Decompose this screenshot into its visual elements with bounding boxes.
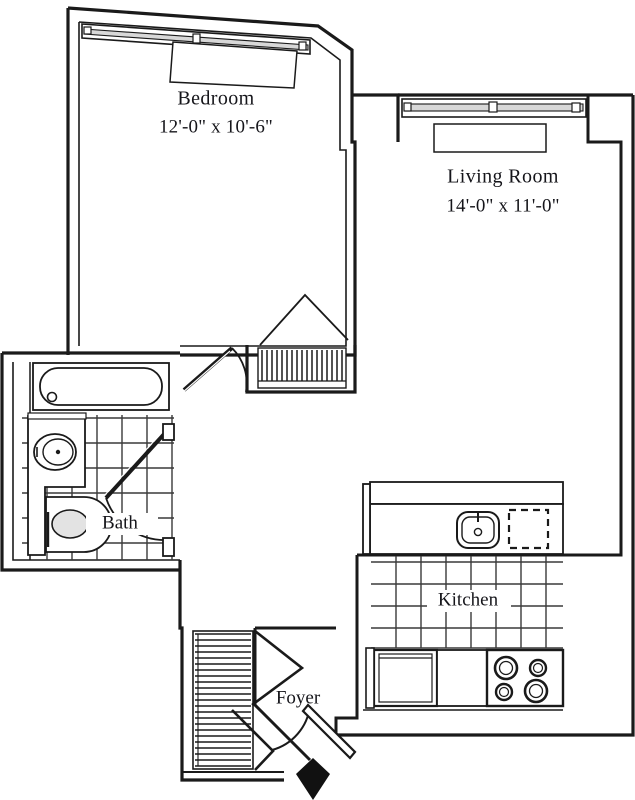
wall-left-exterior xyxy=(0,353,180,572)
toilet xyxy=(45,496,113,553)
living-room-dimensions: 14'-0" x 11'-0" xyxy=(446,195,559,216)
bath-vanity xyxy=(27,412,87,556)
wall-upper-step xyxy=(352,93,400,142)
room-labels: Bedroom 12'-0" x 10'-6" Living Room 14'-… xyxy=(86,88,559,708)
kitchen-counter-edge xyxy=(362,483,371,555)
closet-hall xyxy=(245,293,357,394)
wall-hall-left xyxy=(178,560,284,782)
entry-marker-triangle xyxy=(296,758,330,800)
bedroom-window xyxy=(81,23,311,89)
range-stove xyxy=(485,648,565,708)
bedroom-dimensions: 12'-0" x 10'-6" xyxy=(159,116,273,137)
bath-sink xyxy=(33,433,77,471)
louver-hatch-hall xyxy=(258,350,346,382)
living-window-sill xyxy=(433,123,547,153)
bath-door xyxy=(103,423,175,557)
louver-hatch-foyer xyxy=(195,633,251,767)
kitchen-label: Kitchen xyxy=(438,589,499,610)
wall-foyer-angle xyxy=(253,628,312,762)
kitchen-room xyxy=(362,481,565,711)
bath-label: Bath xyxy=(102,512,138,533)
entry-door xyxy=(296,703,357,800)
exterior-walls xyxy=(0,6,635,782)
bathtub xyxy=(32,362,170,411)
wall-bedroom-inner xyxy=(78,21,347,347)
bath-room xyxy=(22,362,175,560)
bedroom-label: Bedroom xyxy=(177,88,254,110)
refrigerator xyxy=(365,647,439,709)
wall-living-notch xyxy=(357,95,623,557)
wall-living-bottom xyxy=(334,555,359,735)
kitchen-sink xyxy=(456,511,500,549)
kitchen-upper-cabinet xyxy=(369,481,564,505)
kitchen-base-counter xyxy=(436,649,488,707)
bedroom-window-sill xyxy=(169,41,298,89)
wall-living-right xyxy=(336,95,635,737)
foyer-label: Foyer xyxy=(276,687,321,708)
foyer-closets xyxy=(192,629,311,771)
dishwasher xyxy=(507,508,550,550)
living-room-window xyxy=(401,98,587,153)
foyer-door-pair xyxy=(231,709,275,771)
wall-left-inner xyxy=(12,362,180,561)
living-room-label: Living Room xyxy=(447,166,559,188)
